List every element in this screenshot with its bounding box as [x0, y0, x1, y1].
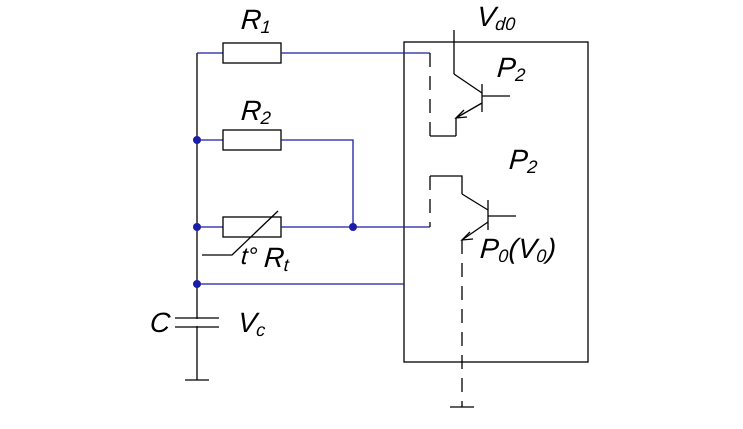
thermistor-rt: [222, 216, 282, 238]
junction-dot: [349, 223, 357, 231]
r2-wire-right: [281, 139, 354, 227]
label-p0-v0: P0(V0): [479, 233, 558, 266]
q1-collector: [453, 73, 483, 94]
resistor-r1: [222, 42, 282, 64]
label-rt: Rt: [263, 242, 290, 275]
q2-collector-wire: [430, 175, 463, 194]
label-c: C: [148, 307, 172, 338]
resistor-r2: [222, 129, 282, 151]
label-vc: Vc: [237, 307, 266, 340]
q1-emitter-arrow: [454, 109, 468, 119]
junction-dot: [193, 280, 201, 288]
label-r1: R1: [240, 4, 272, 37]
q2-emitter: [461, 221, 489, 241]
junction-dot: [193, 136, 201, 144]
ic-box: [403, 41, 589, 363]
label-vd0: Vd0: [476, 1, 516, 34]
label-p2-mid: P2: [508, 144, 538, 177]
label-t-degree: t°: [240, 243, 259, 270]
label-p2-top: P2: [496, 52, 526, 85]
junction-dot: [193, 223, 201, 231]
label-r2: R2: [240, 95, 272, 128]
q1-emitter: [455, 102, 483, 119]
thermistor-slash: [202, 210, 279, 256]
q2-collector: [461, 193, 489, 211]
